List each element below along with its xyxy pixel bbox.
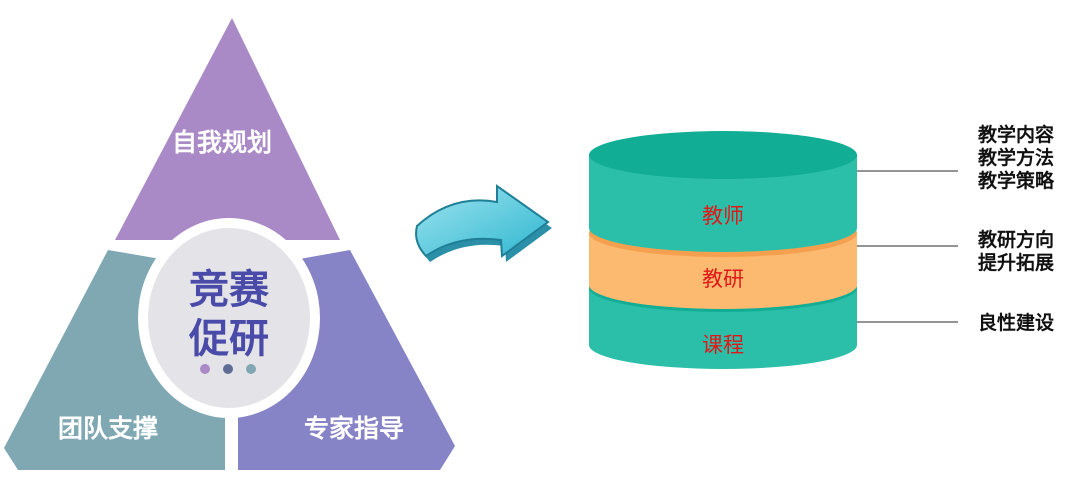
dot-navy	[223, 364, 233, 374]
layer-bottom-label: 课程	[702, 333, 744, 357]
triangle-left-label: 团队支撑	[58, 414, 158, 443]
center-label-line2: 促研	[188, 316, 269, 362]
note-group-research: 教研方向 提升拓展	[978, 229, 1054, 275]
note-group-course: 良性建设	[978, 312, 1054, 335]
note-item: 良性建设	[978, 312, 1055, 334]
note-item: 教学内容	[978, 124, 1055, 146]
note-item: 教学方法	[978, 147, 1055, 169]
triangle-graphic	[4, 18, 455, 478]
curved-arrow-icon	[415, 184, 552, 262]
triangle-top-label: 自我规划	[172, 128, 272, 157]
triangle-right-label: 专家指导	[304, 414, 404, 443]
dot-teal	[246, 364, 256, 374]
center-label-line1: 竞赛	[189, 267, 270, 313]
layer-stack	[589, 131, 857, 369]
layer-top-label: 教师	[702, 204, 744, 228]
note-group-teacher: 教学内容 教学方法 教学策略	[978, 124, 1054, 193]
layer-top	[589, 131, 857, 252]
dot-purple	[200, 364, 210, 374]
note-item: 教学策略	[978, 170, 1055, 192]
note-item: 教研方向	[978, 229, 1055, 251]
note-item: 提升拓展	[978, 252, 1055, 274]
layer-middle-label: 教研	[702, 267, 744, 291]
triangle-top-segment	[115, 18, 340, 240]
